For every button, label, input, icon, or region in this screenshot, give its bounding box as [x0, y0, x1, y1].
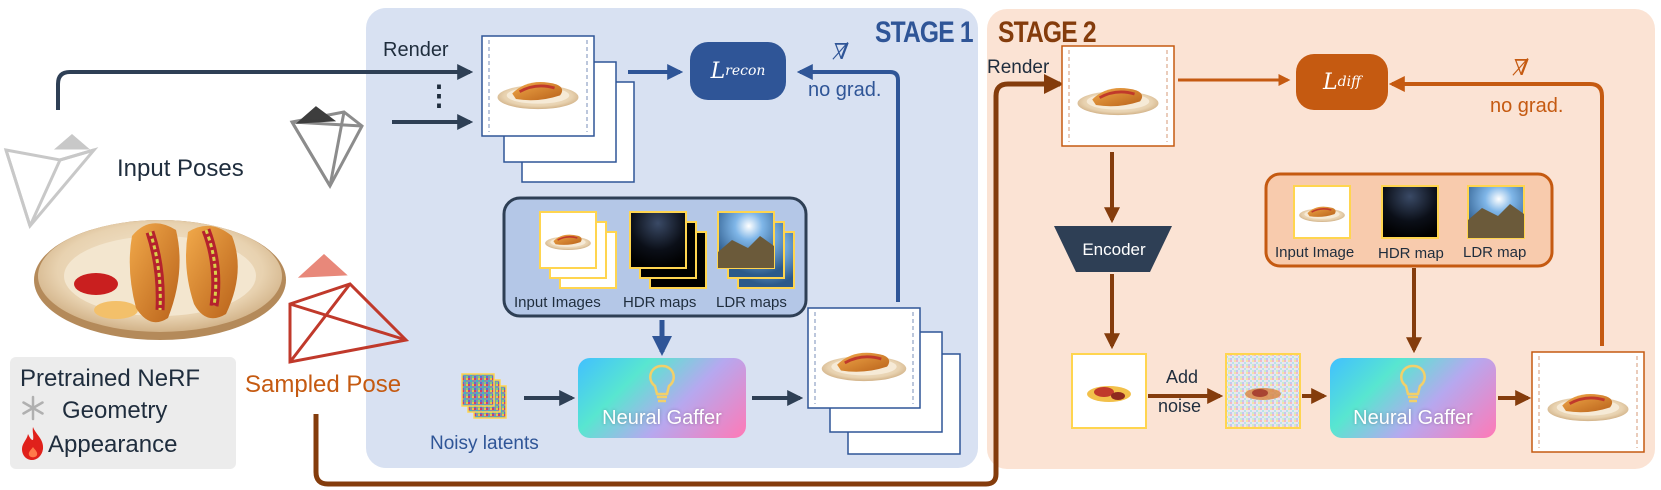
stage1-render-label: Render [383, 39, 449, 61]
stage2-input-image-thumb [1293, 185, 1351, 239]
stage1-neural-gaffer-block: Neural Gaffer [578, 358, 746, 438]
encoder-shape [1054, 226, 1172, 272]
stage2-no-grad-label: no grad. [1490, 95, 1564, 117]
snowflake-icon [22, 395, 44, 421]
stage2-neural-gaffer-block: Neural Gaffer [1330, 358, 1496, 438]
stage1-no-grad-label: no grad. [808, 79, 882, 101]
stage1-noisy-latents-thumb [461, 373, 507, 419]
stage2-rendered-view [1061, 45, 1175, 147]
stage2-ldr-map-thumb [1467, 185, 1525, 239]
input-poses-label: Input Poses [117, 155, 244, 182]
stage1-loss-feedback-arrow [796, 64, 900, 302]
lightbulb-icon [1400, 364, 1426, 403]
encoder-label: Encoder [1082, 240, 1146, 259]
add-noise-label-line2: noise [1158, 396, 1202, 416]
pretrained-nerf-legend: Pretrained NeRF Geometry Appearance [10, 357, 236, 469]
stage1-ldr-maps-thumb [717, 211, 795, 289]
stage1-ldr-maps-label: LDR maps [716, 294, 787, 311]
recon-loss-symbol: L [710, 58, 726, 84]
stage1-hdr-maps-label: HDR maps [623, 294, 697, 311]
add-noise-label-line1: Add [1166, 367, 1199, 387]
stage2-latent-thumb [1071, 353, 1147, 429]
stage2-relit-view [1531, 351, 1645, 453]
stage1-noisy-latents-label: Noisy latents [430, 433, 539, 454]
recon-loss-subscript: recon [725, 63, 766, 79]
lightbulb-icon [649, 364, 675, 403]
legend-geometry: Geometry [62, 397, 168, 424]
legend-title: Pretrained NeRF [20, 365, 201, 392]
stage1-view-ellipsis: ⋮ [425, 80, 453, 111]
stage2-loss-feedback-arrow [1388, 76, 1604, 346]
stage2-noisy-latent-thumb [1225, 353, 1301, 429]
stage1-no-grad-symbol: ∇̸ [834, 40, 850, 65]
stage2-no-grad-symbol: ∇̸ [1514, 56, 1530, 81]
sampled-pose-camera-icon [288, 253, 410, 364]
render-arrow-stage1 [56, 64, 474, 110]
stage1-input-images-label: Input Images [514, 294, 601, 311]
sampled-pose-render-arrow [313, 74, 1064, 487]
stage1-title: STAGE 1 [875, 16, 974, 49]
stage2-title: STAGE 2 [998, 16, 1097, 49]
stage2-input-image-label: Input Image [1275, 244, 1355, 261]
stage1-neural-gaffer-label: Neural Gaffer [602, 407, 722, 429]
legend-appearance: Appearance [48, 431, 178, 458]
stage2-hdr-map-label: HDR map [1378, 245, 1444, 262]
stage2-neural-gaffer-label: Neural Gaffer [1353, 407, 1473, 429]
sampled-pose-label: Sampled Pose [245, 371, 402, 398]
stage1-camera-icon [289, 106, 364, 190]
stage2-ldr-map-label: LDR map [1463, 244, 1527, 261]
stage1-relit-views [807, 307, 961, 455]
stage1-hdr-maps-thumb [629, 211, 707, 289]
stage1-rendered-views [481, 35, 635, 183]
input-pose-camera-icon [3, 134, 99, 230]
diff-loss-subscript: diff [1337, 74, 1361, 90]
flame-icon [22, 427, 44, 460]
diff-loss-symbol: L [1323, 69, 1338, 95]
hotdog-plate-image [34, 220, 286, 340]
stage2-render-label: Render [987, 57, 1050, 78]
stage2-hdr-map-thumb [1381, 185, 1439, 239]
stage1-input-images-thumb [539, 211, 617, 289]
